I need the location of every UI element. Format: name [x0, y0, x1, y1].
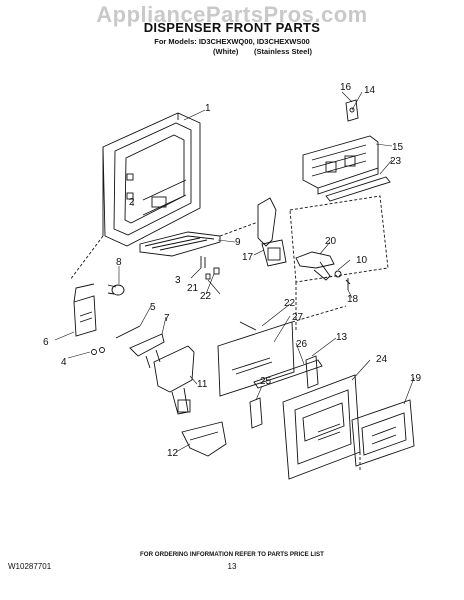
callout-10: 10: [356, 255, 368, 266]
variant-white: (White): [213, 47, 239, 56]
callout-3: 3: [175, 275, 181, 286]
rod-part-5: [115, 325, 141, 339]
callout-labels: 1 2 3 4 5 6 7 8 9 10 11 12 13 14 15 16 1…: [43, 82, 422, 459]
callout-22: 22: [200, 291, 212, 302]
chute-part: [153, 345, 195, 415]
pin-part-22-upper: [239, 321, 257, 331]
callout-8: 8: [116, 257, 122, 268]
callout-2: 2: [129, 197, 135, 208]
callout-25: 25: [260, 376, 272, 387]
callout-14: 14: [364, 85, 376, 96]
callout-4: 4: [61, 357, 67, 368]
control-assembly-part: [302, 135, 379, 195]
trim-panel-part: [351, 399, 415, 467]
bumper-part-25: [249, 397, 263, 429]
assembly-guide-lines: [69, 221, 361, 470]
front-panel-part: [282, 374, 361, 480]
callout-9: 9: [235, 237, 241, 248]
pin-parts: [200, 256, 220, 280]
document-number: W10287701: [8, 562, 52, 571]
panel-part-27: [217, 321, 295, 397]
callout-19: 19: [410, 373, 422, 384]
bumper-part-13: [305, 355, 319, 389]
drip-tray-part: [139, 231, 221, 257]
callout-23: 23: [390, 156, 402, 167]
bar-part-23: [325, 176, 391, 202]
callout-26: 26: [296, 339, 308, 350]
funnel-part: [181, 421, 227, 457]
bracket-part-16: [345, 99, 359, 122]
page-title: DISPENSER FRONT PARTS: [143, 20, 321, 35]
callout-15: 15: [392, 142, 404, 153]
variant-stainless: (Stainless Steel): [254, 47, 312, 56]
dispenser-housing-part: [102, 112, 201, 247]
page-number: 13: [227, 562, 237, 571]
solenoid-part: [107, 284, 125, 296]
watermark: AppliancePartsPros.com: [96, 2, 368, 27]
callout-5: 5: [150, 302, 156, 313]
bracket-part-7: [129, 333, 165, 369]
screw-part-18: [345, 278, 351, 290]
callout-7: 7: [164, 313, 170, 324]
callout-12: 12: [167, 448, 179, 459]
callout-11: 11: [197, 379, 208, 390]
paddle-lever-part: [257, 197, 287, 267]
module-part-6: [73, 283, 97, 337]
lever-arm-part: [295, 251, 342, 281]
callout-16: 16: [340, 82, 352, 93]
callout-27: 27: [292, 312, 304, 323]
callout-17: 17: [242, 252, 254, 263]
bar-part-26: [253, 359, 323, 389]
ordering-note: FOR ORDERING INFORMATION REFER TO PARTS …: [140, 551, 324, 558]
callout-13: 13: [336, 332, 348, 343]
callout-24: 24: [376, 354, 388, 365]
screw-part-4: [91, 347, 105, 355]
callout-18: 18: [347, 294, 359, 305]
callout-6: 6: [43, 337, 49, 348]
callout-22-upper: 22: [284, 298, 296, 309]
model-list: For Models: ID3CHEXWQ00, ID3CHEXWS00: [154, 37, 310, 46]
callout-21: 21: [187, 283, 199, 294]
callout-20: 20: [325, 236, 337, 247]
callout-1: 1: [205, 103, 211, 114]
